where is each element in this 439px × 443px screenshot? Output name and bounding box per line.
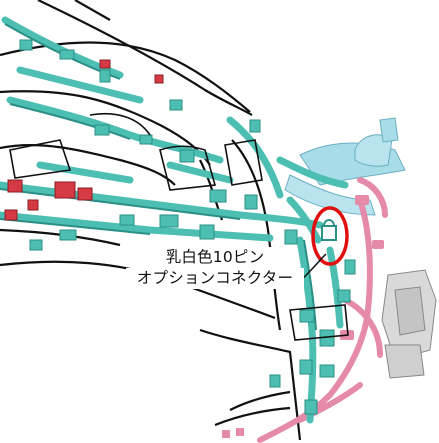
callout-line-1: 乳白色10ピン	[154, 247, 276, 268]
teal-connectors	[19, 39, 356, 415]
air-duct	[284, 117, 406, 216]
panel-outlines	[9, 112, 349, 341]
connector-callout: 乳白色10ピン オプションコネクター	[126, 247, 304, 289]
pink-harness	[257, 177, 388, 443]
gray-unit	[381, 269, 437, 379]
highlight-circle	[311, 206, 349, 266]
red-components	[4, 59, 164, 221]
callout-line-2: オプションコネクター	[126, 268, 304, 289]
milky-white-connector	[321, 219, 337, 241]
